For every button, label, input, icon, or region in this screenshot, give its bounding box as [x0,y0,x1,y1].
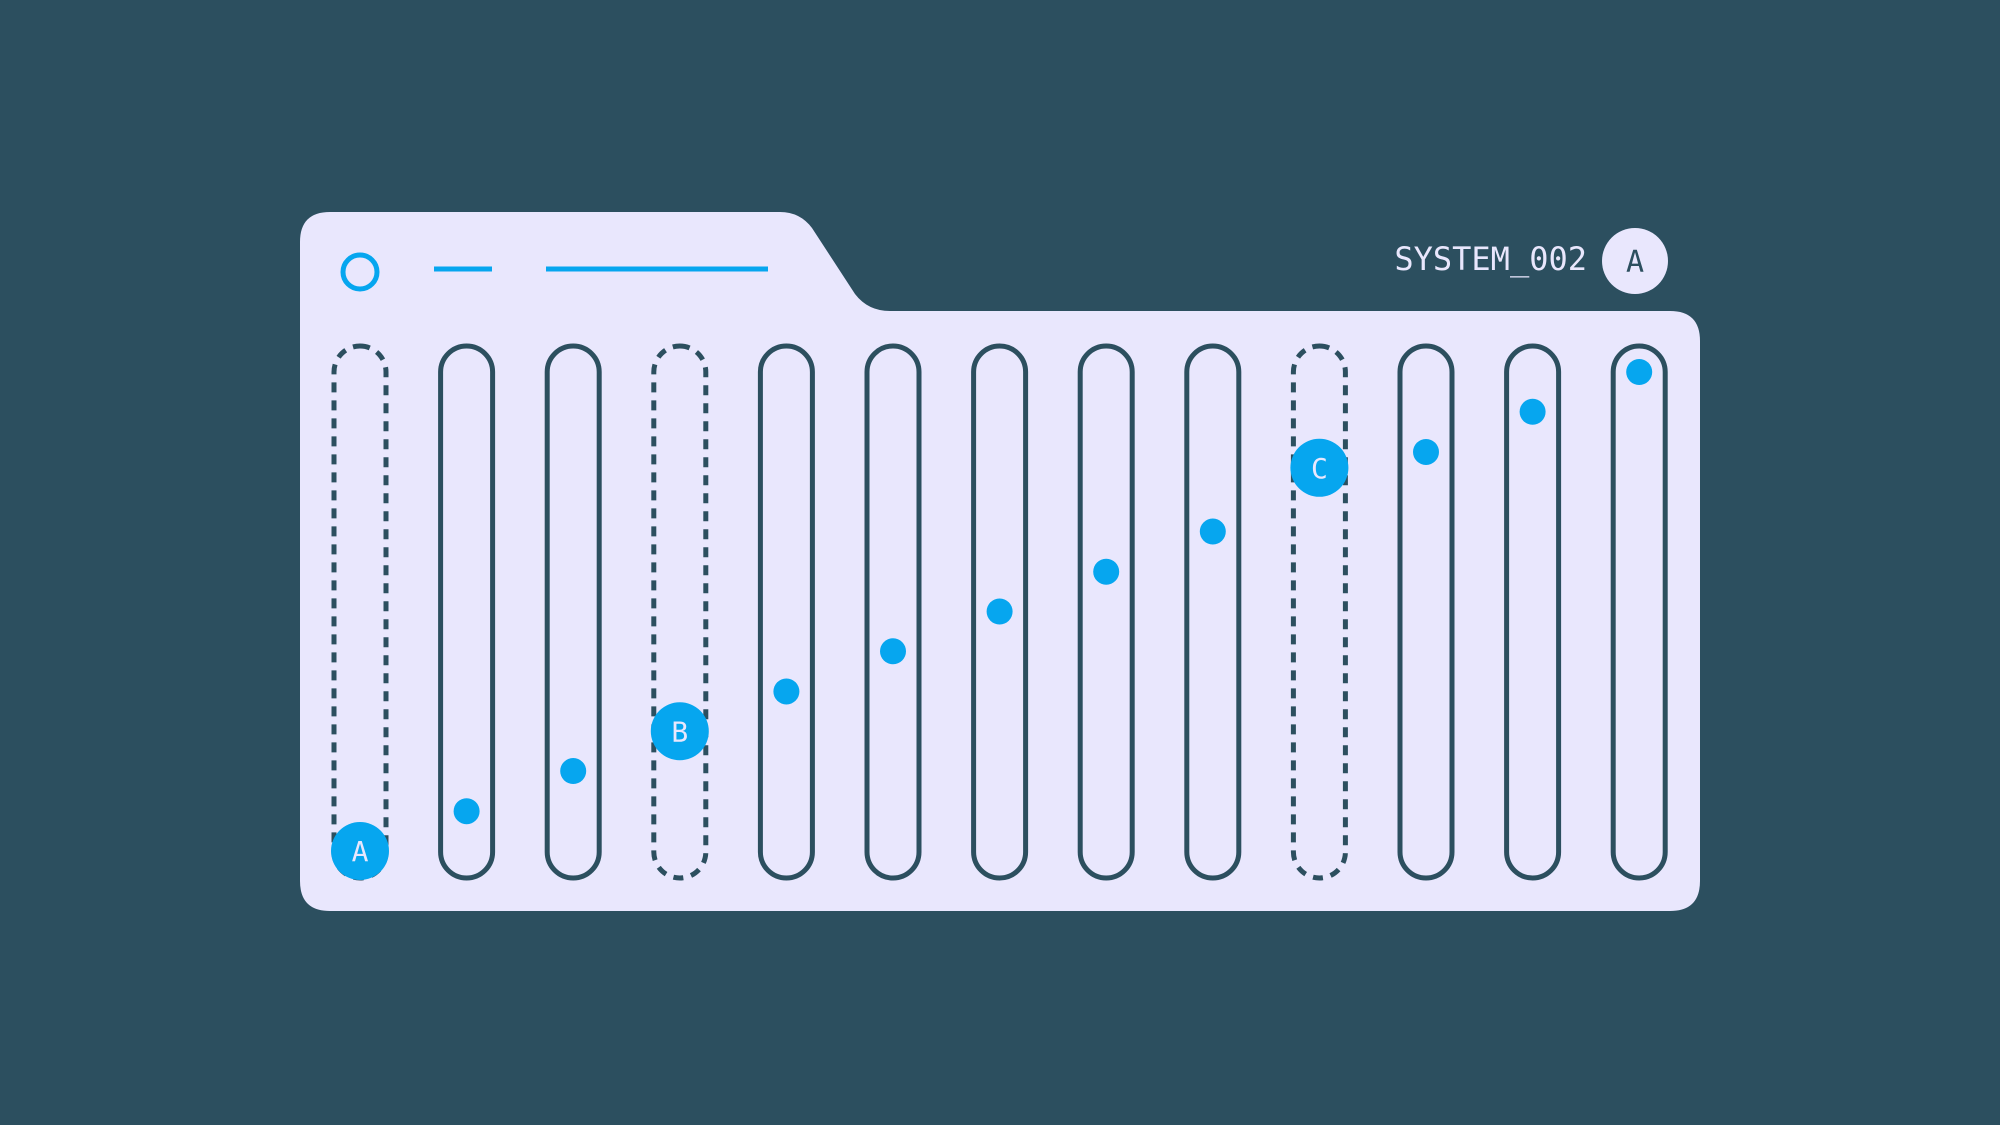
system-badge-label: A [1626,245,1644,280]
circle-icon [340,252,380,292]
slider-knob-6[interactable] [880,638,906,665]
slider-knob-12[interactable] [1519,398,1546,425]
slider-marker-label-1: A [352,835,369,868]
system-badge [1602,228,1668,294]
slider-track-7 [971,343,1029,881]
slider-knob-4[interactable] [650,702,709,761]
system-label: SYSTEM_002 [1394,240,1587,278]
slider-knob-7[interactable] [986,598,1013,625]
slider-track-9 [1184,343,1242,881]
slider-track-12 [1504,343,1562,881]
slider-knob-1[interactable] [331,822,389,880]
slider-knob-8[interactable] [1093,558,1120,585]
slider-knob-13[interactable] [1626,359,1653,385]
slider-track-4 [651,343,709,881]
slider-track-6 [864,343,922,881]
slider-track-10 [1290,343,1348,881]
slider-knob-10[interactable] [1290,438,1349,497]
slider-knob-11[interactable] [1413,438,1439,465]
folder-panel [300,212,1700,911]
slider-group: A B C [331,343,1668,881]
slider-knob-9[interactable] [1199,518,1226,545]
slider-track-5 [757,343,815,881]
slider-track-13 [1610,343,1668,881]
slider-knob-5[interactable] [773,678,800,705]
slider-track-3 [544,343,602,881]
slider-track-8 [1077,343,1135,881]
slider-marker-label-10: C [1311,452,1328,485]
slider-track-11 [1397,343,1455,881]
slider-knob-3[interactable] [560,758,587,785]
slider-knob-2[interactable] [453,798,480,825]
slider-marker-label-4: B [671,715,688,748]
slider-track-2 [438,343,496,881]
